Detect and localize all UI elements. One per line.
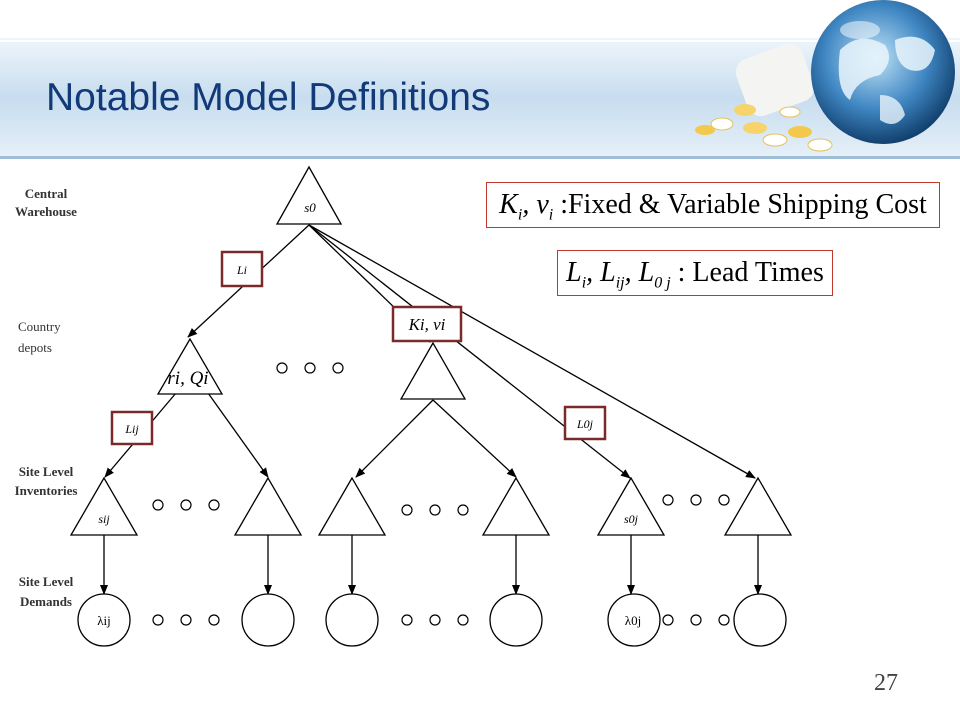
level-label-sitedem-1: Site Level [19,574,74,589]
depot-node-2 [399,341,467,400]
edge-depot2-site4 [432,399,517,478]
site-ij-label: sij [98,512,110,526]
level-label-central-2: Warehouse [15,204,77,219]
depot-node-1 [156,337,224,395]
site-node-5 [596,476,666,536]
lead-times-definition: Li, Lij, L0 j : Lead Times [557,250,833,296]
level-label-siteinv-1: Site Level [19,464,74,479]
label-box-Ki-vi [391,305,463,343]
demand-0j-label: λ0j [625,613,641,628]
demand-node-1 [77,593,131,647]
k-symbol: K [499,189,518,220]
root-node [275,165,343,225]
level-label-central-1: Central [25,186,68,201]
depot-label: ri, Qi [167,368,208,389]
lead-times-text: : Lead Times [670,257,824,288]
demand-node-2 [241,593,295,647]
demand-node-4 [489,593,543,647]
site-0j-label: s0j [624,512,639,526]
demand-ij-label: λij [97,613,111,628]
site-node-3 [317,476,387,536]
v-symbol: , v [522,189,549,220]
edge-label-L0j: L0j [576,417,594,431]
site-node-4 [481,476,551,536]
site-node-1 [69,476,139,536]
edge-label-Lij: Lij [124,422,139,436]
k-subscript: i [517,206,523,224]
ellipsis-dots [152,362,730,626]
site-node-6 [723,476,793,536]
label-box-Lij [110,410,154,446]
level-label-sitedem-2: Demands [20,594,72,609]
v-subscript: i [548,206,554,224]
demand-node-3 [325,593,379,647]
pills-image [695,43,833,152]
level-label-country-1: Country [18,319,61,334]
label-box-L0j [563,405,607,441]
header-banner [0,0,960,160]
site-node-2 [233,476,303,536]
level-label-country-2: depots [18,340,52,355]
demand-node-5 [607,593,661,647]
demand-node-6 [733,593,787,647]
edge-label-Li: Li [236,263,247,277]
root-label: s0 [304,200,316,215]
globe-image [811,0,955,144]
slide-number: 27 [874,670,898,696]
edge-depot2-site3 [355,399,434,478]
header-background [0,0,960,159]
edge-depot1-site2 [207,392,269,478]
label-box-Li [220,250,264,288]
shipping-cost-definition: Ki, vi :Fixed & Variable Shipping Cost [486,182,940,228]
shipping-cost-text: :Fixed & Variable Shipping Cost [553,189,927,220]
level-label-siteinv-2: Inventories [15,483,78,498]
network-diagram: Central Warehouse Country depots Site Le… [15,165,793,647]
edge-label-Ki-vi: Ki, vi [408,315,446,334]
edge-root-site0j-2 [308,224,756,479]
slide-title: Notable Model Definitions [46,76,491,119]
